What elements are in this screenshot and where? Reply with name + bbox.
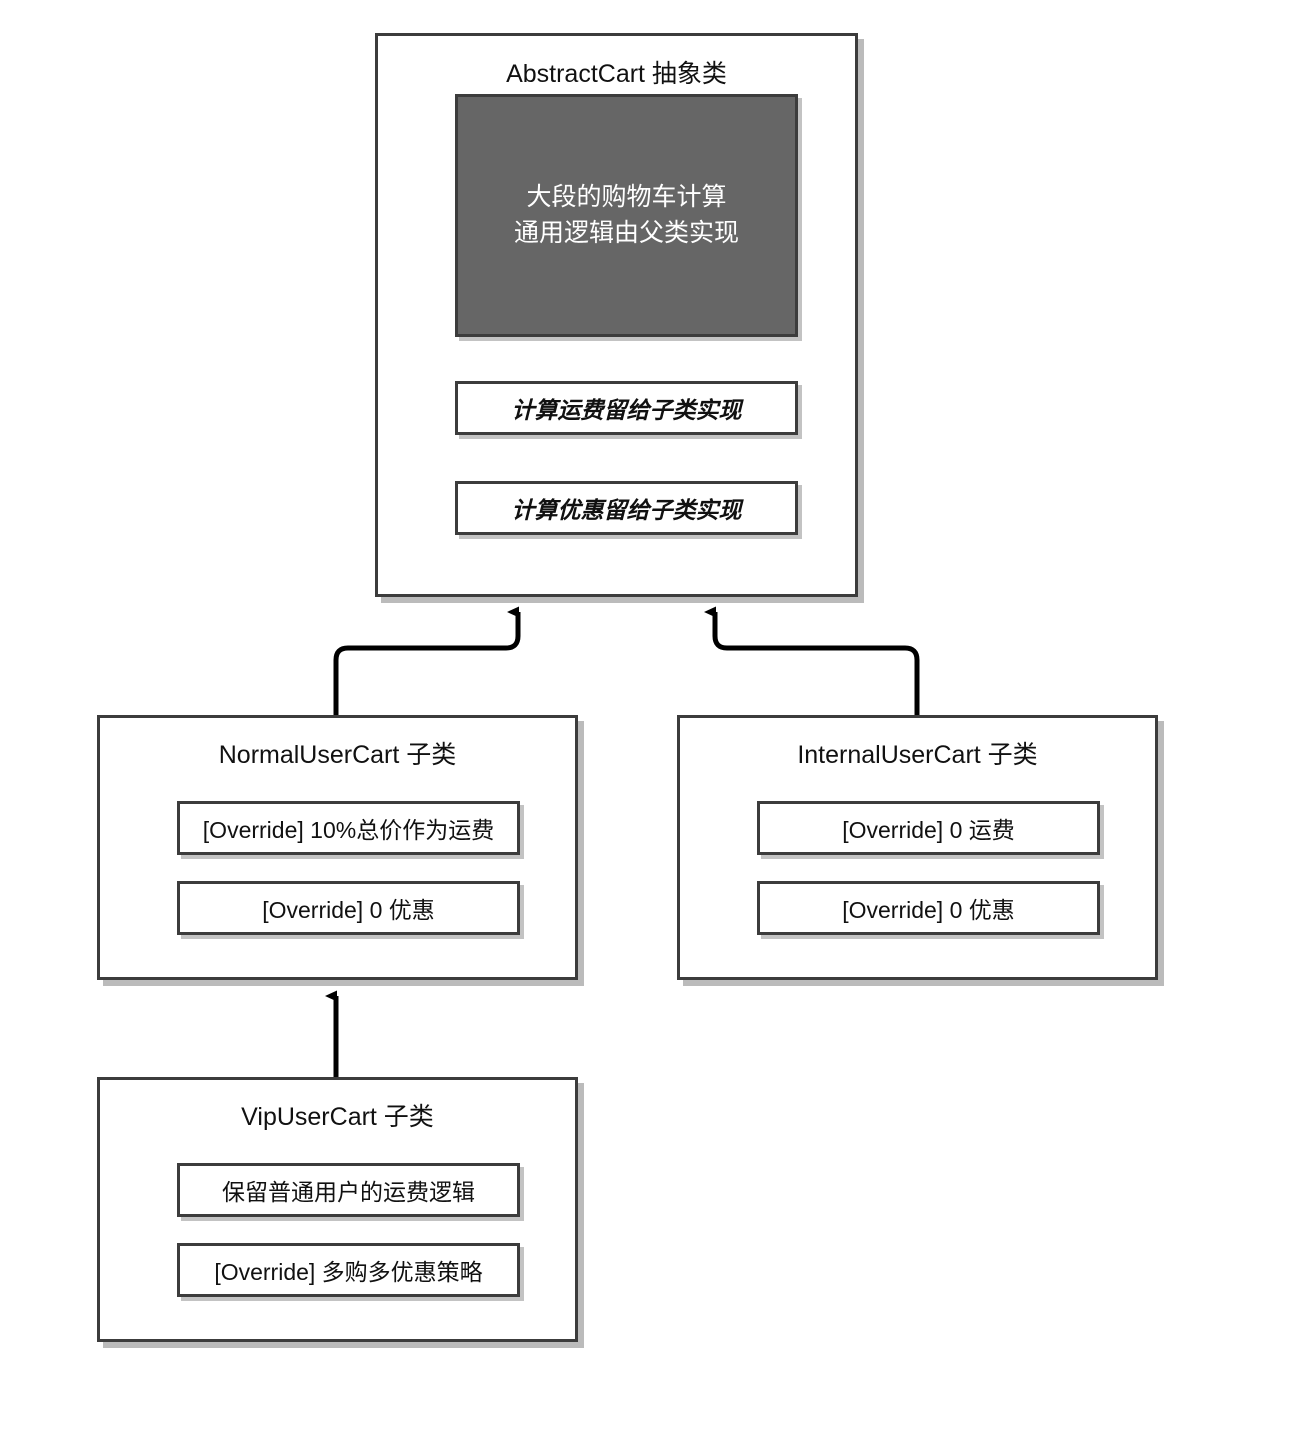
- class-box-abstractcart[interactable]: AbstractCart 抽象类 大段的购物车计算 通用逻辑由父类实现 计算运费…: [375, 33, 858, 597]
- member-normal-shipping[interactable]: [Override] 10%总价作为运费: [177, 801, 520, 855]
- class-title-vipusercart: VipUserCart 子类: [241, 1103, 434, 1131]
- member-label: [Override] 多购多优惠策略: [214, 1259, 483, 1285]
- member-abstract-shipping[interactable]: 计算运费留给子类实现: [455, 381, 798, 435]
- abstract-body-block: 大段的购物车计算 通用逻辑由父类实现: [455, 94, 798, 337]
- class-title-abstractcart: AbstractCart 抽象类: [506, 60, 727, 88]
- member-internal-discount[interactable]: [Override] 0 优惠: [757, 881, 1100, 935]
- abstract-body-line-1: 大段的购物车计算: [526, 183, 727, 211]
- class-title-normalusercart: NormalUserCart 子类: [218, 741, 457, 769]
- member-label: 计算运费留给子类实现: [511, 397, 742, 423]
- class-box-normalusercart[interactable]: NormalUserCart 子类 [Override] 10%总价作为运费 […: [97, 715, 578, 980]
- edge-normalusercart-to-abstractcart: [333, 612, 521, 716]
- edge-internalusercart-to-abstractcart: [715, 612, 920, 716]
- member-normal-discount[interactable]: [Override] 0 优惠: [177, 881, 520, 935]
- member-vip-discount[interactable]: [Override] 多购多优惠策略: [177, 1243, 520, 1297]
- member-abstract-discount[interactable]: 计算优惠留给子类实现: [455, 481, 798, 535]
- class-box-vipusercart[interactable]: VipUserCart 子类 保留普通用户的运费逻辑 [Override] 多购…: [97, 1077, 578, 1342]
- member-label: [Override] 0 优惠: [262, 897, 435, 923]
- member-label: [Override] 10%总价作为运费: [202, 817, 495, 843]
- class-box-internalusercart[interactable]: InternalUserCart 子类 [Override] 0 运费 [Ove…: [677, 715, 1158, 980]
- member-label: [Override] 0 优惠: [842, 897, 1015, 923]
- abstract-body-line-2: 通用逻辑由父类实现: [513, 218, 739, 247]
- member-label: [Override] 0 运费: [842, 817, 1015, 843]
- class-title-internalusercart: InternalUserCart 子类: [797, 741, 1038, 769]
- member-internal-shipping[interactable]: [Override] 0 运费: [757, 801, 1100, 855]
- member-vip-shipping[interactable]: 保留普通用户的运费逻辑: [177, 1163, 520, 1217]
- member-label: 计算优惠留给子类实现: [511, 497, 742, 523]
- member-label: 保留普通用户的运费逻辑: [222, 1179, 475, 1205]
